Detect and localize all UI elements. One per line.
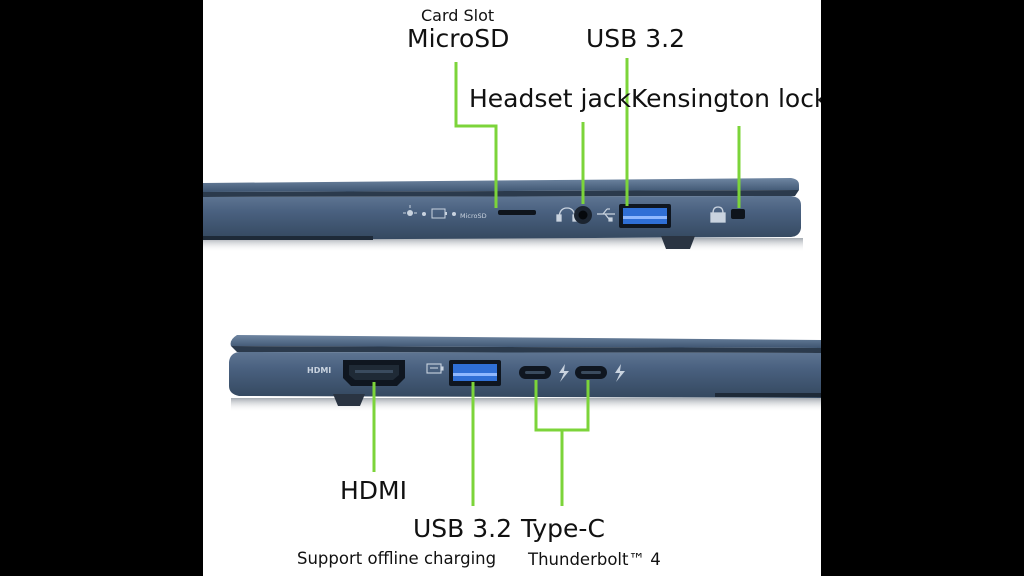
laptop-shadow [203,238,803,252]
status-led [422,212,426,216]
laptop-hinge-gap-2 [231,346,821,353]
microsd-label: MicroSD [407,24,510,53]
laptop-shadow-2 [231,398,821,412]
headset-jack-label: Headset jack [469,84,632,113]
usb-top-label: USB 3.2 [586,24,686,53]
bottom-vent [203,236,373,240]
hdmi-label: HDMI [340,476,407,505]
usb-bottom-note: Support offline charging [297,549,497,568]
battery-usb-icon [426,363,444,374]
typec-label: Type-C [521,514,605,543]
microsd-slot [498,210,536,215]
callout-line-microsd [454,62,498,208]
laptop-right-side-view: MicroSD [203,178,803,252]
usb-trident-icon [597,208,615,222]
hdmi-marking: HDMI [307,366,331,375]
camera-light-icon [403,205,417,216]
usb-bottom-label: USB 3.2 [413,514,513,543]
rubber-foot [661,236,695,249]
thunderbolt-bolt-icon [559,364,569,382]
usb-a-port-bottom [449,360,501,386]
bottom-vent-2 [715,393,821,397]
laptop-hinge-gap [203,190,799,197]
thunderbolt-bolt-icon-2 [615,364,625,382]
laptop-lid [203,178,799,192]
hdmi-port [343,360,405,386]
callout-lines-top [454,58,741,208]
battery-charge-icon [431,208,447,219]
laptop-ports-illustration: MicroSD [203,58,821,506]
laptop-left-side-view: HDMI [229,335,821,412]
usb-a-port-top [619,204,671,228]
microsd-marking: MicroSD [460,212,487,220]
padlock-icon [710,206,726,223]
laptop-lid-2 [230,335,821,348]
type-c-port-1 [519,366,551,379]
typec-note: Thunderbolt™ 4 [528,550,661,569]
product-image-canvas: MicroSD [203,0,821,576]
card-slot-caption: Card Slot [421,6,495,25]
status-led-2 [452,212,456,216]
type-c-port-2 [575,366,607,379]
rubber-foot-2 [333,394,365,406]
callout-lines-bottom [372,380,590,506]
kensington-slot [731,209,745,219]
kensington-lock-label: Kensington lock [631,84,821,113]
